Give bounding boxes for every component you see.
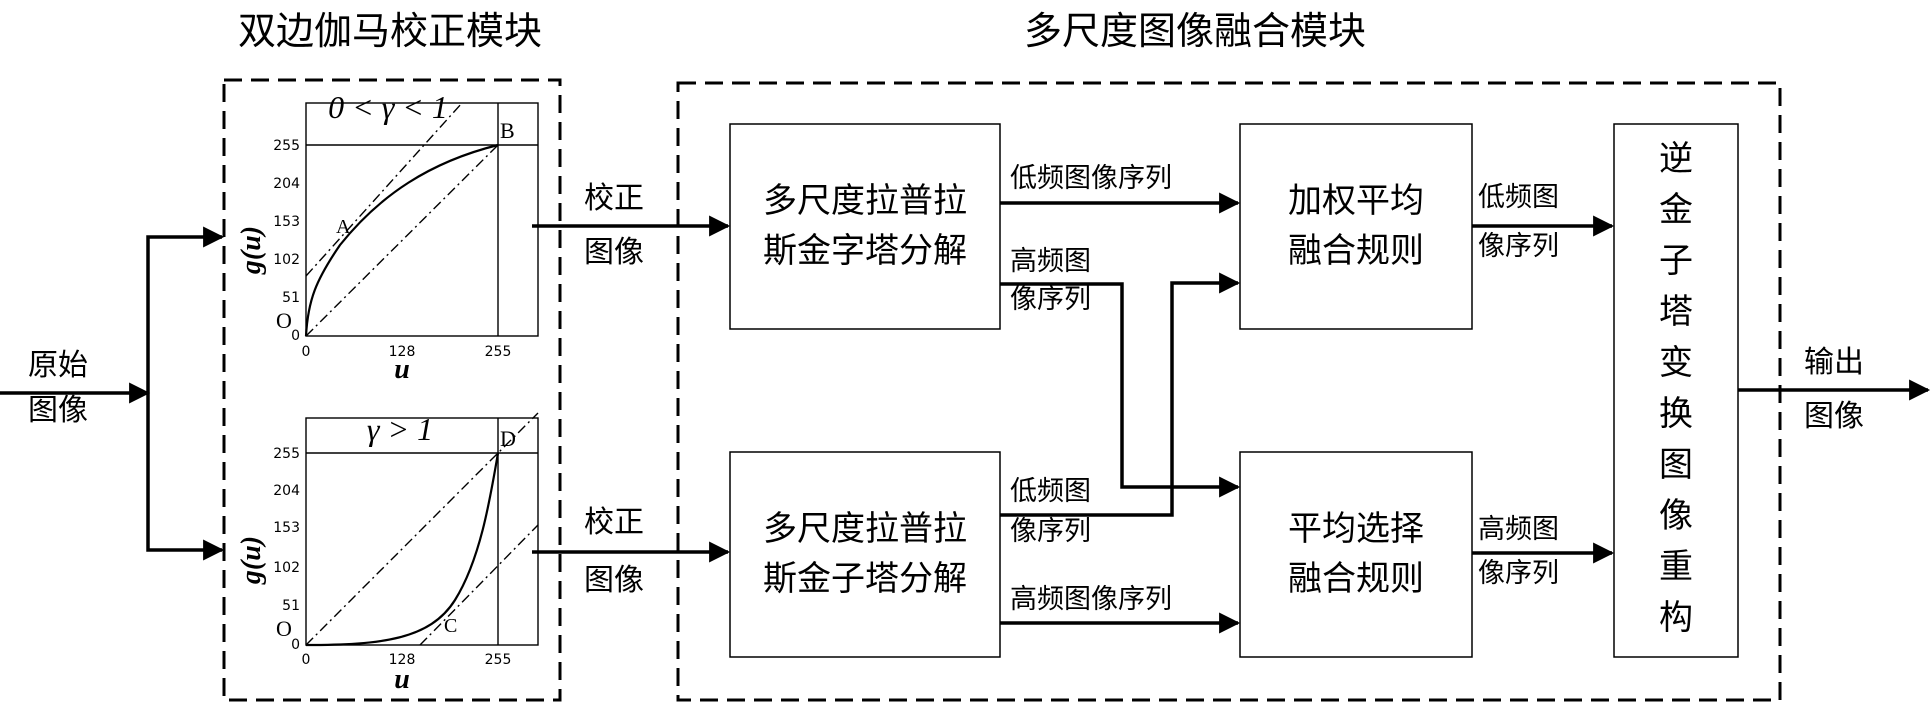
select-line2: 融合规则 — [1288, 559, 1424, 599]
inverse-char: 金 — [1659, 190, 1693, 230]
low-out-label-line2: 像序列 — [1478, 231, 1559, 262]
high-split-label-line2: 像序列 — [1010, 284, 1091, 315]
corrected-label-top-line1: 校正 — [584, 181, 644, 216]
low-split-label-line2: 像序列 — [1010, 516, 1091, 547]
inverse-char: 塔 — [1659, 292, 1693, 332]
graph-top-diagonal — [306, 145, 498, 336]
graph-top-xtick: 0 — [302, 344, 311, 360]
graph-top-point-b: B — [500, 118, 515, 143]
pyramid-top-line2: 斯金字塔分解 — [763, 231, 967, 271]
corrected-label-top-line2: 图像 — [584, 235, 644, 270]
inverse-char: 重 — [1659, 547, 1693, 587]
graph-top-point-a: A — [336, 216, 351, 238]
split-to-top-graph — [148, 237, 222, 393]
select-fusion-box: 平均选择 融合规则 — [1240, 452, 1472, 657]
weighted-line1: 加权平均 — [1288, 181, 1424, 221]
graph-top-ytick: 204 — [273, 176, 300, 192]
graph-bottom-ytick: 102 — [273, 560, 300, 576]
inverse-char: 子 — [1659, 241, 1693, 281]
inverse-pyramid-box: 逆 金 子 塔 变 换 图 像 重 构 — [1614, 124, 1738, 657]
corrected-label-bottom-line1: 校正 — [584, 505, 644, 540]
high-out-label-line2: 像序列 — [1478, 558, 1559, 589]
graph-bottom-xtick: 128 — [389, 652, 416, 668]
graph-bottom-condition: γ > 1 — [367, 411, 433, 447]
weighted-fusion-box: 加权平均 融合规则 — [1240, 124, 1472, 329]
pyramid-top-line1: 多尺度拉普拉 — [763, 181, 967, 221]
graph-top-ylabel: g(u) — [236, 226, 267, 275]
select-line1: 平均选择 — [1288, 509, 1424, 549]
gamma-graph-top: 0 < γ < 1 A B O g(u) u 255 204 153 102 5… — [236, 89, 538, 385]
graph-bottom-xtick: 255 — [485, 652, 512, 668]
graph-top-ytick: 255 — [273, 138, 300, 154]
graph-top-ytick: 102 — [273, 252, 300, 268]
pyramid-box-top: 多尺度拉普拉 斯金字塔分解 — [730, 124, 1000, 329]
split-to-bottom-graph — [148, 393, 222, 550]
graph-top-origin: O — [276, 308, 292, 333]
gamma-graph-bottom: γ > 1 C D O g(u) u 255 204 153 102 51 0 … — [236, 411, 538, 695]
pyramid-box-bottom: 多尺度拉普拉 斯金子塔分解 — [730, 452, 1000, 657]
graph-bottom-ytick: 0 — [291, 637, 300, 653]
graph-bottom-point-c: C — [444, 615, 457, 637]
inverse-char: 换 — [1659, 394, 1693, 434]
high-seq-label-bottom: 高频图像序列 — [1010, 584, 1172, 615]
inverse-char: 构 — [1659, 598, 1693, 638]
weighted-line2: 融合规则 — [1288, 231, 1424, 271]
inverse-char: 图 — [1659, 445, 1693, 485]
graph-bottom-ytick: 153 — [273, 520, 300, 536]
graph-top-ytick: 0 — [291, 328, 300, 344]
graph-top-ytick: 153 — [273, 214, 300, 230]
graph-top-xtick: 128 — [389, 344, 416, 360]
graph-bottom-ytick: 255 — [273, 446, 300, 462]
graph-bottom-xtick: 0 — [302, 652, 311, 668]
graph-top-tangent — [306, 103, 462, 276]
inverse-char: 变 — [1659, 343, 1693, 383]
fusion-module-title: 多尺度图像融合模块 — [1024, 9, 1366, 53]
graph-top-condition: 0 < γ < 1 — [328, 89, 448, 125]
graph-bottom-ylabel: g(u) — [236, 536, 267, 585]
output-label-line2: 图像 — [1804, 399, 1864, 434]
graph-bottom-xlabel: u — [394, 664, 410, 695]
graph-bottom-ytick: 204 — [273, 483, 300, 499]
low-seq-label-top: 低频图像序列 — [1010, 163, 1172, 194]
graph-bottom-point-d: D — [500, 426, 516, 451]
high-out-label-line1: 高频图 — [1478, 514, 1559, 545]
gamma-module-title: 双边伽马校正模块 — [238, 9, 542, 53]
gamma-module-frame — [224, 80, 560, 700]
low-out-label-line1: 低频图 — [1478, 182, 1559, 213]
graph-top-xtick: 255 — [485, 344, 512, 360]
input-label-line2: 图像 — [28, 393, 88, 428]
input-image-label: 原始 图像 — [28, 348, 88, 428]
inverse-char: 逆 — [1659, 139, 1693, 179]
high-split-label-line1: 高频图 — [1010, 246, 1091, 277]
output-label-line1: 输出 — [1804, 345, 1864, 380]
pyramid-bottom-line1: 多尺度拉普拉 — [763, 509, 967, 549]
inverse-char: 像 — [1659, 496, 1693, 536]
input-label-line1: 原始 — [28, 348, 88, 383]
graph-bottom-origin: O — [276, 616, 292, 641]
low-split-label-line1: 低频图 — [1010, 476, 1091, 507]
graph-top-ytick: 51 — [282, 290, 300, 306]
pyramid-bottom-line2: 斯金子塔分解 — [763, 559, 967, 599]
corrected-label-bottom-line2: 图像 — [584, 563, 644, 598]
graph-bottom-ytick: 51 — [282, 598, 300, 614]
